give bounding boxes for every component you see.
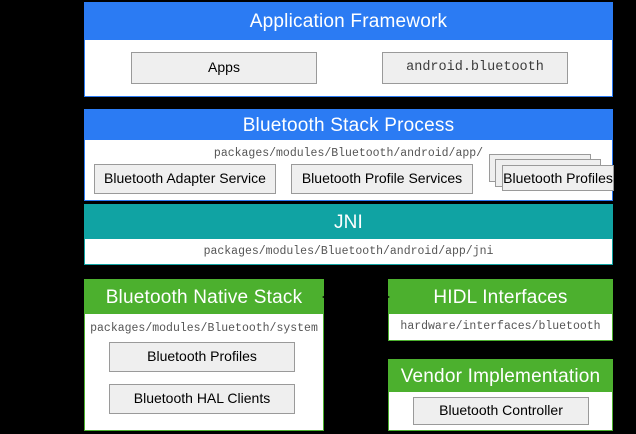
- bluetooth-hal-clients-box[interactable]: Bluetooth HAL Clients: [109, 384, 295, 414]
- layer-bluetooth-stack-process: Bluetooth Stack Process packages/modules…: [84, 109, 614, 201]
- layer-bluetooth-native-stack: Bluetooth Native Stack packages/modules/…: [84, 279, 324, 431]
- bluetooth-native-stack-body: packages/modules/Bluetooth/system Blueto…: [85, 314, 323, 430]
- hidl-interfaces-body: hardware/interfaces/bluetooth: [389, 314, 612, 340]
- layer-application-framework: Application Framework Apps android.bluet…: [84, 2, 613, 97]
- bluetooth-controller-box[interactable]: Bluetooth Controller: [413, 397, 589, 425]
- application-framework-header: Application Framework: [85, 3, 612, 40]
- bluetooth-adapter-service-box[interactable]: Bluetooth Adapter Service: [94, 164, 276, 194]
- bluetooth-stack-process-path: packages/modules/Bluetooth/android/app/: [213, 147, 484, 160]
- layer-jni: JNI packages/modules/Bluetooth/android/a…: [84, 204, 613, 265]
- native-stack-to-hidl-arrow: [322, 292, 390, 302]
- bluetooth-stack-process-body: packages/modules/Bluetooth/android/app/ …: [85, 140, 614, 200]
- bluetooth-profiles-stack-front-card[interactable]: Bluetooth Profiles: [502, 165, 614, 191]
- application-framework-body: Apps android.bluetooth: [85, 40, 612, 96]
- bluetooth-native-stack-header: Bluetooth Native Stack: [85, 280, 323, 314]
- bluetooth-profiles-stack[interactable]: Bluetooth Profiles: [489, 154, 614, 198]
- bluetooth-native-stack-path: packages/modules/Bluetooth/system: [90, 322, 318, 335]
- jni-header: JNI: [85, 205, 612, 239]
- vendor-implementation-body: Bluetooth Controller: [389, 392, 612, 430]
- bluetooth-stack-process-header: Bluetooth Stack Process: [85, 110, 612, 140]
- apps-box[interactable]: Apps: [131, 52, 317, 84]
- layer-hidl-interfaces: HIDL Interfaces hardware/interfaces/blue…: [388, 279, 613, 341]
- native-bluetooth-profiles-box[interactable]: Bluetooth Profiles: [109, 342, 295, 372]
- hidl-interfaces-path: hardware/interfaces/bluetooth: [400, 320, 601, 333]
- jni-body: packages/modules/Bluetooth/android/app/j…: [85, 239, 612, 264]
- jni-path: packages/modules/Bluetooth/android/app/j…: [203, 245, 494, 258]
- vendor-implementation-header: Vendor Implementation: [389, 360, 612, 392]
- android-bluetooth-api-box[interactable]: android.bluetooth: [382, 52, 568, 84]
- layer-vendor-implementation: Vendor Implementation Bluetooth Controll…: [388, 359, 613, 431]
- bluetooth-profile-services-box[interactable]: Bluetooth Profile Services: [291, 164, 473, 194]
- hidl-interfaces-header: HIDL Interfaces: [389, 280, 612, 314]
